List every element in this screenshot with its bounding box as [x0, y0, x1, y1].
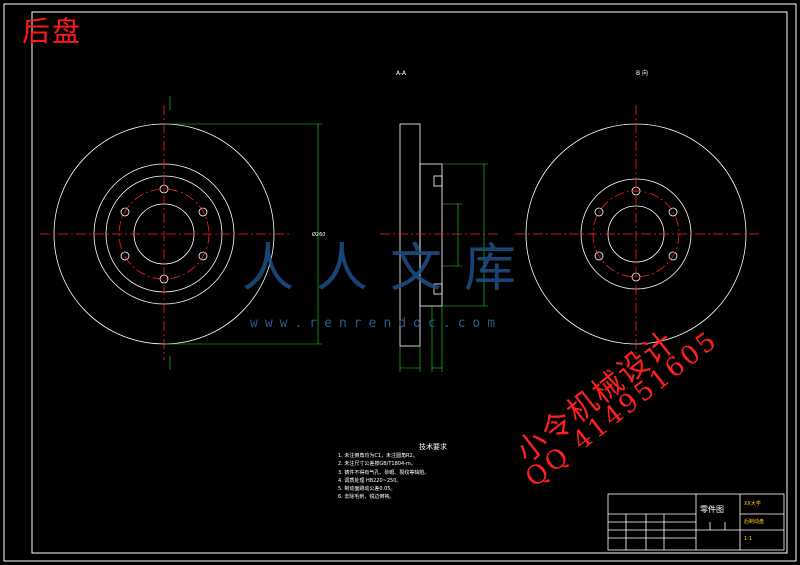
- tech-item: 6. 去除毛刺，锐边倒钝。: [338, 494, 395, 501]
- right-view-label: B 向: [636, 70, 649, 77]
- tech-item: 1. 未注倒角均为C1，未注圆角R2。: [338, 453, 418, 460]
- bolt-hole: [120, 251, 130, 261]
- front-view-dimensions: Ø260: [164, 96, 325, 370]
- title-block-scale: 1:1: [744, 536, 753, 542]
- title-block-part-name: 零件图: [700, 505, 724, 514]
- hub-flange-top: [433, 175, 443, 187]
- right-view-centerlines: [515, 105, 760, 360]
- technical-requirements: 技术要求 1. 未注倒角均为C1，未注圆角R2。 2. 未注尺寸公差按GB/T1…: [338, 443, 528, 501]
- svg-text:Ø260: Ø260: [312, 231, 325, 238]
- inner-border: [31, 11, 788, 554]
- bolt-hole: [120, 207, 130, 217]
- title-block-drawing-no: 后制动盘: [744, 519, 765, 525]
- title-block: [607, 493, 785, 551]
- bolt-hole: [198, 251, 208, 261]
- title-block-org: XX大学: [744, 501, 761, 507]
- drawing-title: 后盘: [22, 15, 83, 48]
- bolt-hole: [668, 251, 678, 261]
- section-view-dimensions: [399, 163, 488, 372]
- hub-section: [419, 163, 443, 307]
- bolt-hole: [198, 207, 208, 217]
- front-view-centerlines: [40, 105, 290, 360]
- tech-item: 5. 制动面跳动公差0.05。: [338, 486, 396, 493]
- tech-item: 3. 铸件不得有气孔、砂眼、裂纹等缺陷。: [338, 469, 430, 476]
- tech-item: 4. 调质处理 HB220~250。: [338, 477, 402, 484]
- tech-item: 2. 未注尺寸公差按GB/T1804-m。: [338, 461, 416, 468]
- bolt-hole: [668, 207, 678, 217]
- tech-heading: 技术要求: [419, 443, 447, 451]
- bolt-hole: [594, 207, 604, 217]
- outer-border: [3, 3, 797, 562]
- watermark-logo: 人人文库: [242, 239, 539, 299]
- section-view-label: A-A: [396, 70, 407, 77]
- hub-flange-bottom: [433, 283, 443, 295]
- bolt-hole: [594, 251, 604, 261]
- watermark-url: www.renrendoc.com: [250, 316, 503, 331]
- section-view: [399, 123, 443, 347]
